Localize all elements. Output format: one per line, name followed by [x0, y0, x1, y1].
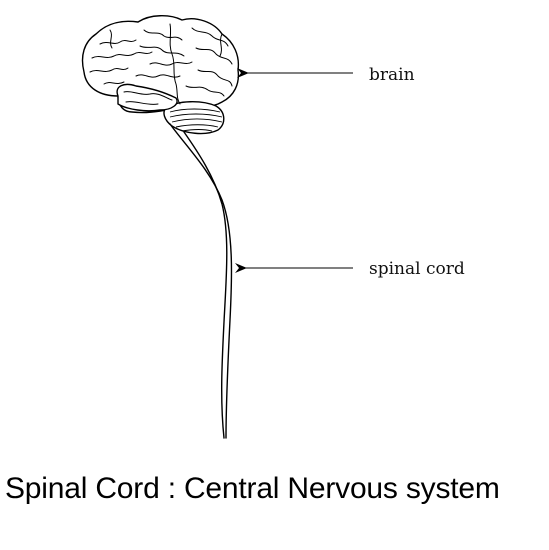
diagram-caption: Spinal Cord : Central Nervous system: [5, 472, 500, 505]
spinal-cord-label: spinal cord: [369, 259, 465, 279]
nervous-system-diagram: brain spinal cord: [81, 15, 465, 439]
spinal-cord-illustration: [169, 123, 233, 439]
cerebellum-lines: [169, 108, 223, 132]
brain-label: brain: [369, 65, 415, 85]
brain-folds: [89, 23, 233, 105]
